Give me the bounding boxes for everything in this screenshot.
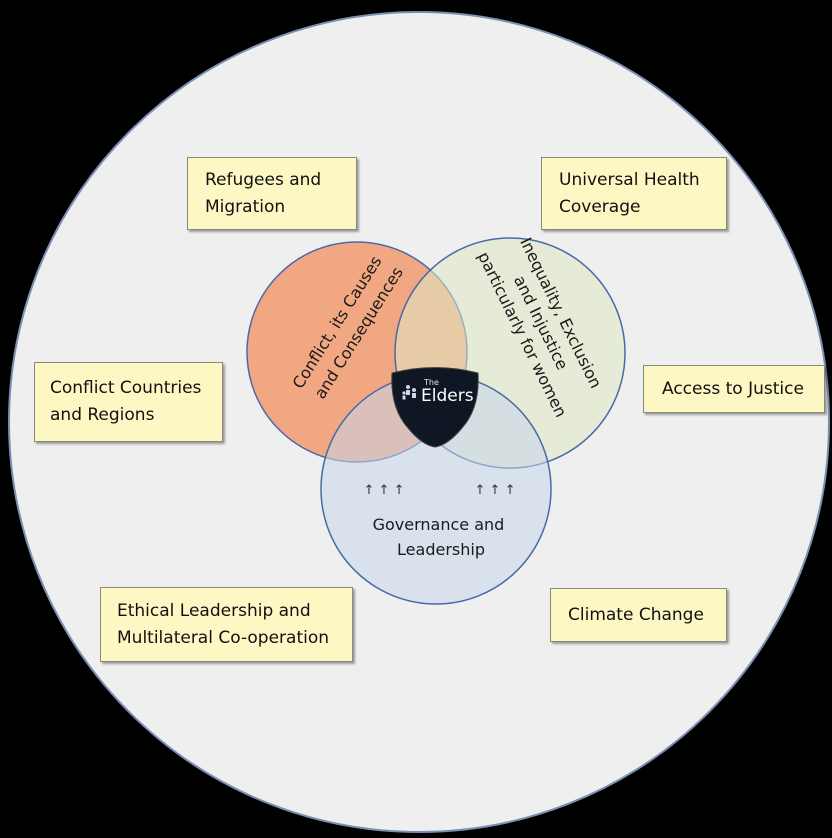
people-icon xyxy=(402,385,416,400)
access-to-justice-box: Access to Justice xyxy=(643,365,825,413)
logo-small-text: The xyxy=(423,378,439,387)
climate-change-box: Climate Change xyxy=(550,588,727,642)
ethical-leadership-text: Ethical Leadership and Multilateral Co-o… xyxy=(117,600,330,648)
elders-logo: The Elders xyxy=(391,367,479,448)
refugees-text: Refugees and Migration xyxy=(205,169,322,217)
refugees-box: Refugees and Migration xyxy=(187,157,357,230)
ethical-leadership-box: Ethical Leadership and Multilateral Co-o… xyxy=(100,587,353,662)
access-to-justice-text: Access to Justice xyxy=(662,378,804,399)
universal-health-text: Universal Health Coverage xyxy=(559,169,700,217)
arrows-right: ↑ ↑ ↑ xyxy=(475,483,516,498)
climate-change-text: Climate Change xyxy=(568,604,704,625)
conflict-countries-text: Conflict Countries and Regions xyxy=(50,378,202,425)
governance-label-line2: Leadership xyxy=(397,540,485,559)
universal-health-box: Universal Health Coverage xyxy=(541,157,727,230)
logo-shield xyxy=(391,367,479,448)
logo-main-text: Elders xyxy=(421,386,474,406)
arrows-left: ↑ ↑ ↑ xyxy=(364,483,405,498)
conflict-countries-box: Conflict Countries and Regions xyxy=(34,362,223,442)
governance-label: Governance and Leadership xyxy=(373,515,510,559)
governance-label-line1: Governance and xyxy=(373,515,505,534)
